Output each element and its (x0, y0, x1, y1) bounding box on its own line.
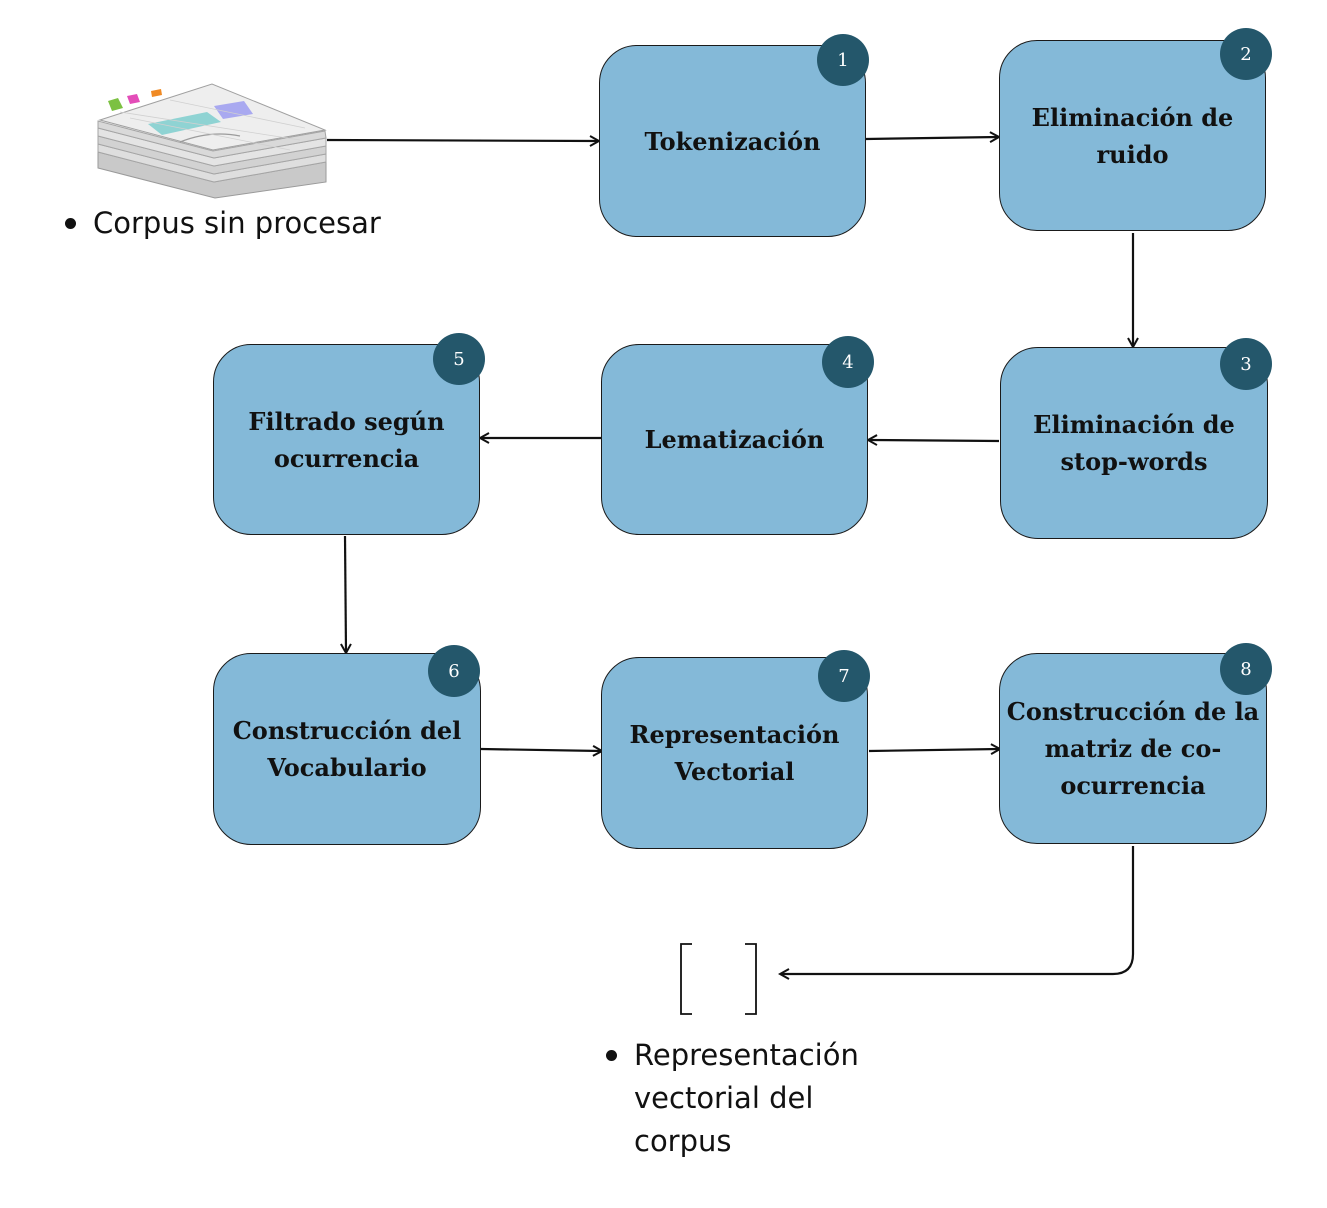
step-8-label: Construcción de la matriz de co- ocurren… (1006, 697, 1260, 800)
input-caption: Corpus sin procesar (65, 202, 405, 245)
bullet-dot (606, 1050, 617, 1061)
arrow-corpus-to-step-1 (326, 140, 598, 141)
step-3-box[interactable]: Eliminación de stop-words (1000, 347, 1268, 539)
step-4-badge: 4 (822, 336, 874, 388)
bullet-dot (65, 218, 76, 229)
step-3-badge: 3 (1220, 338, 1272, 390)
step-8-badge: 8 (1220, 643, 1272, 695)
arrow-step-1-to-step-2 (865, 137, 998, 139)
step-7-label: Representación Vectorial (629, 720, 840, 786)
step-1-badge: 1 (817, 34, 869, 86)
step-4-box[interactable]: Lematización (601, 344, 868, 535)
arrow-step-5-to-step-6 (345, 535, 346, 652)
step-6-label: Construcción del Vocabulario (232, 716, 462, 782)
document-stack-icon (97, 83, 327, 199)
arrow-step-6-to-step-7 (480, 749, 601, 751)
step-5-box[interactable]: Filtrado según ocurrencia (213, 344, 480, 535)
arrow-step-3-to-step-4 (869, 440, 1000, 441)
step-4-label: Lematización (644, 425, 825, 454)
step-5-badge: 5 (433, 333, 485, 385)
step-2-badge: 2 (1220, 28, 1272, 80)
step-1-box[interactable]: Tokenización (599, 45, 866, 237)
step-7-badge: 7 (818, 650, 870, 702)
step-5-label: Filtrado según ocurrencia (248, 406, 445, 473)
step-1-label: Tokenización (644, 126, 821, 156)
step-2-box[interactable]: Eliminación de ruido (999, 40, 1266, 231)
step-6-badge: 6 (428, 645, 480, 697)
step-3-label: Eliminación de stop-words (1033, 410, 1235, 476)
output-caption: Representación vectorial del corpus (606, 1034, 906, 1163)
step-8-box[interactable]: Construcción de la matriz de co- ocurren… (999, 653, 1267, 844)
input-label: Corpus sin procesar (93, 206, 381, 240)
arrow-step-8-to-output (781, 846, 1135, 974)
vector-bracket-icon (680, 943, 757, 1015)
step-2-label: Eliminación de ruido (1031, 102, 1234, 169)
output-label: Representación vectorial del corpus (634, 1038, 859, 1158)
arrow-step-7-to-step-8 (868, 749, 999, 751)
